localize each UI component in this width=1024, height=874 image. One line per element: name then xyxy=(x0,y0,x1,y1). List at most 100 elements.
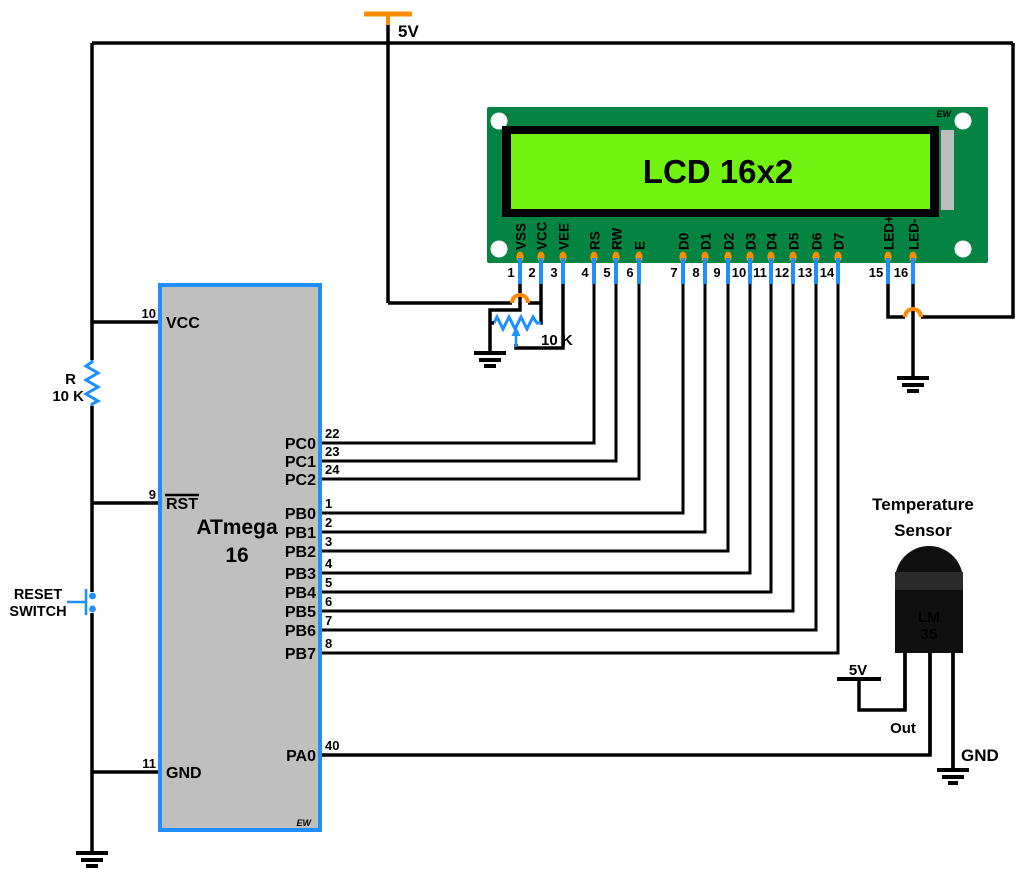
lcd-pin-label-rs: RS xyxy=(588,231,603,250)
pot-wiper-arrow xyxy=(511,326,521,336)
wire-rs xyxy=(320,284,596,445)
mcu-pin-pb1: PB1 xyxy=(285,525,316,542)
mcu-pin-pb7: PB7 xyxy=(285,646,316,663)
mcu-pin-num-1: 1 xyxy=(325,496,332,511)
wire-d3 xyxy=(320,284,752,575)
sensor-body-band xyxy=(895,572,963,590)
mcu-pin-num-23: 23 xyxy=(325,444,339,459)
svg-text:5: 5 xyxy=(603,265,610,280)
mcu-atmega16[interactable]: ATmega 16 EW VCC RST GND 10 9 11 PC0 PC1… xyxy=(142,283,341,832)
mcu-pin-pa0: PA0 xyxy=(286,748,316,765)
lcd-pin-label-d7: D7 xyxy=(832,233,847,250)
lcd-pin-label-ledm: LED- xyxy=(907,219,922,251)
wire-d5 xyxy=(320,284,795,613)
lcd-module[interactable]: EW LCD 16x2 xyxy=(487,107,988,263)
lcd-hole-bl xyxy=(490,240,508,258)
contrast-potentiometer[interactable]: 10 K xyxy=(490,313,573,349)
temperature-sensor-lm35[interactable]: Temperature Sensor LM 35 5V Out GND xyxy=(837,495,999,770)
mcu-pin-num-9: 9 xyxy=(149,487,156,502)
lcd-connector xyxy=(941,130,954,210)
mcu-pin-rst: RST xyxy=(166,496,198,513)
wire-d2 xyxy=(320,284,730,553)
lcd-pin-label-d1: D1 xyxy=(699,232,714,250)
mcu-pin-pc2: PC2 xyxy=(285,472,316,489)
mcu-pin-num-11: 11 xyxy=(142,756,156,771)
lcd-pin-label-d4: D4 xyxy=(765,232,780,250)
wire-hop-vss xyxy=(510,293,530,304)
mcu-pin-num-6: 6 xyxy=(325,594,332,609)
svg-text:16: 16 xyxy=(894,265,908,280)
mcu-pin-pb3: PB3 xyxy=(285,566,316,583)
sensor-legs xyxy=(903,650,955,770)
svg-text:9: 9 xyxy=(713,265,720,280)
reset-switch[interactable]: RESET SWITCH xyxy=(9,587,96,620)
wire-e xyxy=(320,284,641,481)
mcu-pin-pb4: PB4 xyxy=(285,585,316,602)
reset-switch-label-2: SWITCH xyxy=(9,604,66,620)
sensor-part-2: 35 xyxy=(921,626,938,643)
reset-pullup-resistor[interactable]: R 10 K xyxy=(52,360,102,406)
lcd-pin-label-e: E xyxy=(633,241,648,250)
lcd-hole-tl xyxy=(490,112,508,130)
svg-text:1: 1 xyxy=(507,265,514,280)
ground-symbol-sensor xyxy=(937,768,969,785)
svg-text:15: 15 xyxy=(869,265,883,280)
mcu-pin-pc0: PC0 xyxy=(285,436,316,453)
mcu-pin-num-8: 8 xyxy=(325,636,332,651)
sensor-5v-label: 5V xyxy=(849,662,867,679)
svg-text:10: 10 xyxy=(732,265,746,280)
lcd-title: LCD 16x2 xyxy=(643,153,793,190)
mcu-pin-gnd: GND xyxy=(166,765,202,782)
sensor-gnd-label: GND xyxy=(961,746,999,765)
mcu-brand: EW xyxy=(297,818,313,828)
wire-d0 xyxy=(320,284,685,515)
mcu-pin-num-7: 7 xyxy=(325,613,332,628)
lcd-hole-br xyxy=(954,240,972,258)
ground-symbol-left-rail xyxy=(76,851,108,868)
lcd-pin-label-d0: D0 xyxy=(677,233,692,250)
mcu-pin-num-22: 22 xyxy=(325,426,339,441)
lcd-pin-label-vee: VEE xyxy=(557,223,572,250)
mcu-pin-vcc: VCC xyxy=(166,315,200,332)
lcd-pins: VSS VCC VEE RS RW E D0 D1 D2 D3 D4 D5 D6… xyxy=(507,215,922,284)
lcd-pin-label-vss: VSS xyxy=(514,223,529,250)
power-supply-label: 5V xyxy=(398,22,419,41)
sensor-title-1: Temperature xyxy=(872,495,974,514)
svg-text:6: 6 xyxy=(626,265,633,280)
svg-text:3: 3 xyxy=(550,265,557,280)
wire-d7 xyxy=(320,284,840,655)
pot-value: 10 K xyxy=(541,332,573,349)
lcd-pin-label-d5: D5 xyxy=(787,232,802,250)
lcd-brand: EW xyxy=(937,109,953,119)
mcu-pin-num-10: 10 xyxy=(142,306,156,321)
wires xyxy=(90,24,1015,853)
mcu-name-2: 16 xyxy=(225,544,248,567)
lcd-hole-tr xyxy=(954,112,972,130)
reset-switch-label-1: RESET xyxy=(14,587,62,603)
mcu-pin-pc1: PC1 xyxy=(285,454,316,471)
mcu-pin-pb6: PB6 xyxy=(285,623,316,640)
mcu-pin-num-3: 3 xyxy=(325,534,332,549)
wire-rw xyxy=(320,284,618,463)
resistor-ref: R xyxy=(65,371,76,388)
wire-d1 xyxy=(320,284,707,534)
svg-text:14: 14 xyxy=(820,265,835,280)
mcu-pin-num-4: 4 xyxy=(325,556,333,571)
sensor-part-1: LM xyxy=(918,609,940,626)
mcu-pin-pb2: PB2 xyxy=(285,544,316,561)
mcu-pin-num-5: 5 xyxy=(325,575,332,590)
svg-text:13: 13 xyxy=(798,265,812,280)
ground-symbol-vss xyxy=(474,351,506,368)
sensor-title-2: Sensor xyxy=(894,521,952,540)
mcu-pin-num-24: 24 xyxy=(325,462,340,477)
wire-hop-led xyxy=(903,307,923,318)
power-supply-5v[interactable]: 5V xyxy=(364,11,419,41)
wire-d6 xyxy=(320,284,818,632)
lcd-pin-label-d2: D2 xyxy=(722,233,737,250)
lcd-pin-label-rw: RW xyxy=(610,227,625,250)
mcu-pin-pb0: PB0 xyxy=(285,506,316,523)
wire-pa0 xyxy=(320,653,932,757)
mcu-pin-num-2: 2 xyxy=(325,515,332,530)
